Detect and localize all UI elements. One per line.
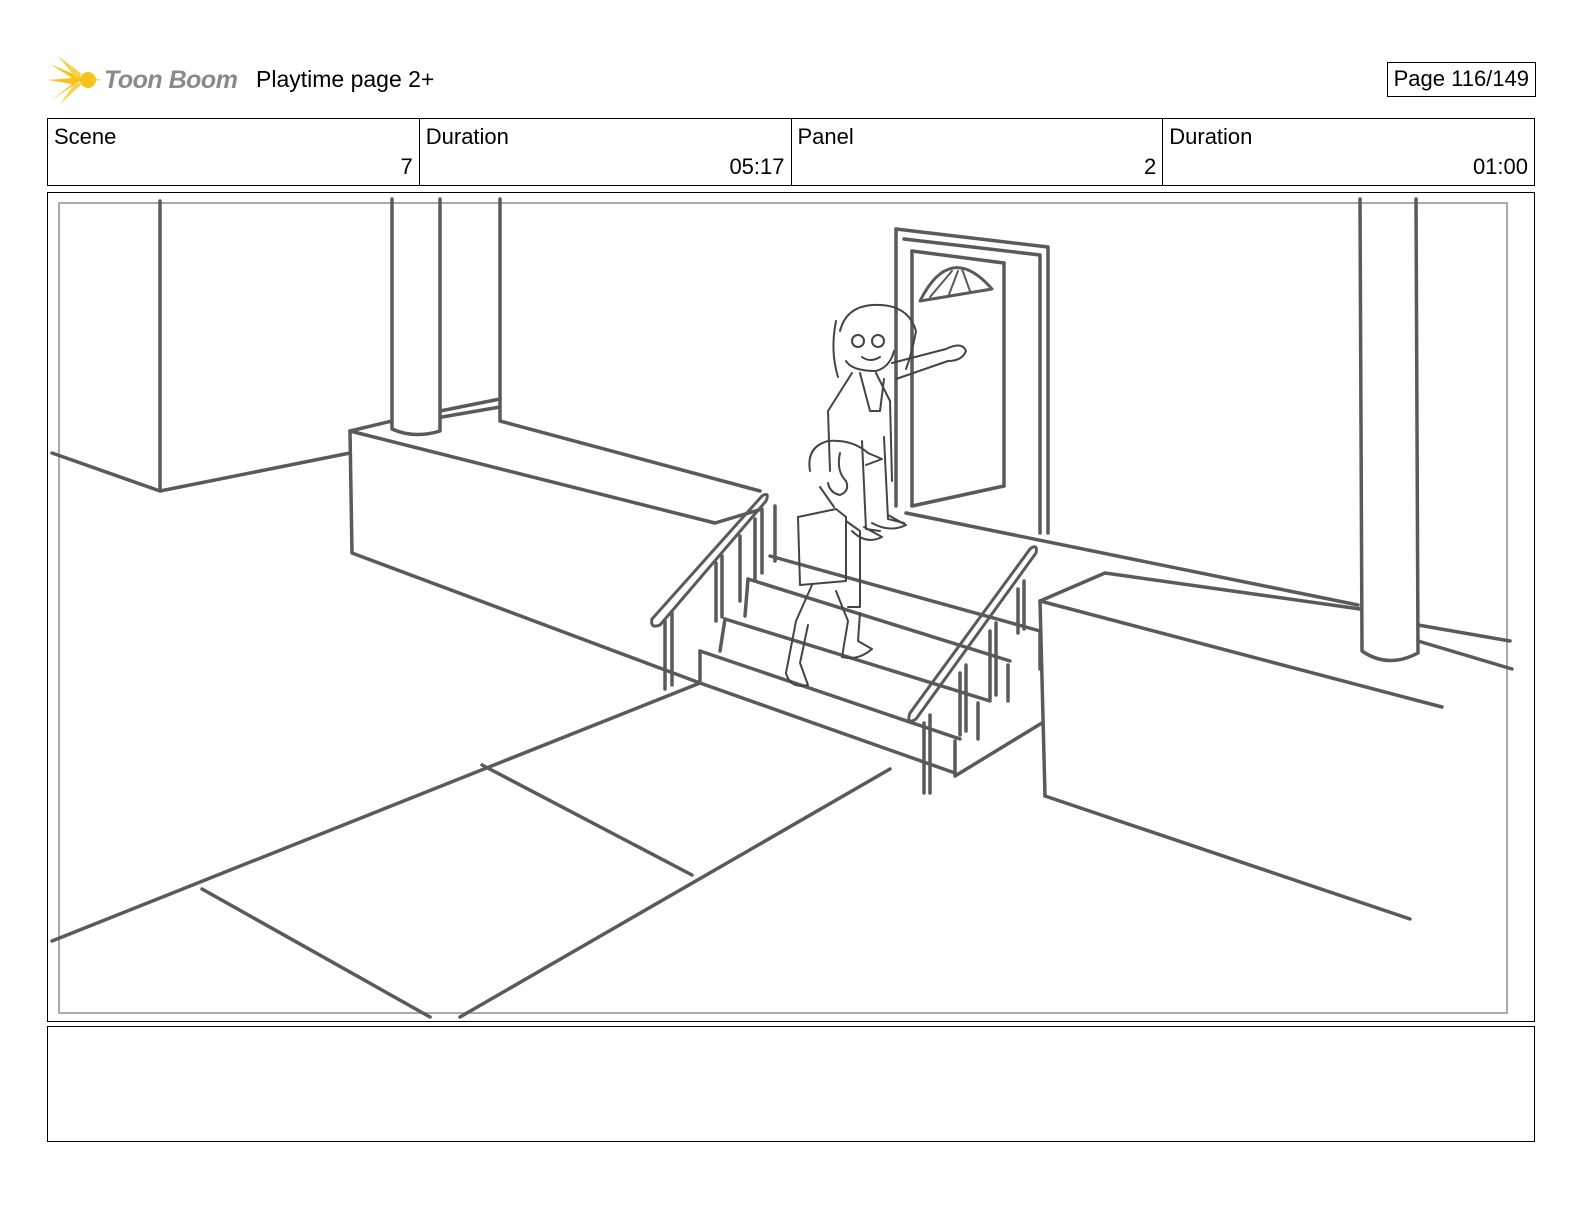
- scene-duration-cell: Duration 05:17: [420, 119, 792, 185]
- panel-sketch: [50, 197, 1514, 1019]
- storyboard-header: Toon Boom Playtime page 2+ Page 116/149: [48, 52, 1536, 108]
- character-sketch: [785, 303, 967, 687]
- spark-icon: [48, 56, 102, 104]
- scene-label: Scene: [54, 124, 117, 149]
- scene-cell: Scene 7: [48, 119, 420, 185]
- toon-boom-logo: Toon Boom: [48, 54, 244, 106]
- notes-box: [47, 1026, 1535, 1142]
- panel-info-table: Scene 7 Duration 05:17 Panel 2 Duration …: [47, 118, 1535, 186]
- panel-duration-value: 01:00: [1472, 154, 1528, 179]
- project-title: Playtime page 2+: [256, 66, 435, 92]
- scene-value: 7: [400, 154, 413, 179]
- page-indicator: Page 116/149: [1386, 62, 1536, 97]
- scene-duration-value: 05:17: [729, 154, 785, 179]
- storyboard-panel: [47, 192, 1535, 1022]
- scene-duration-label: Duration: [425, 124, 509, 149]
- panel-duration-cell: Duration 01:00: [1163, 119, 1534, 185]
- panel-label: Panel: [797, 124, 854, 149]
- logo-wordmark: Toon Boom: [104, 66, 238, 94]
- panel-cell: Panel 2: [792, 119, 1164, 185]
- panel-duration-label: Duration: [1169, 124, 1253, 149]
- panel-value: 2: [1144, 154, 1157, 179]
